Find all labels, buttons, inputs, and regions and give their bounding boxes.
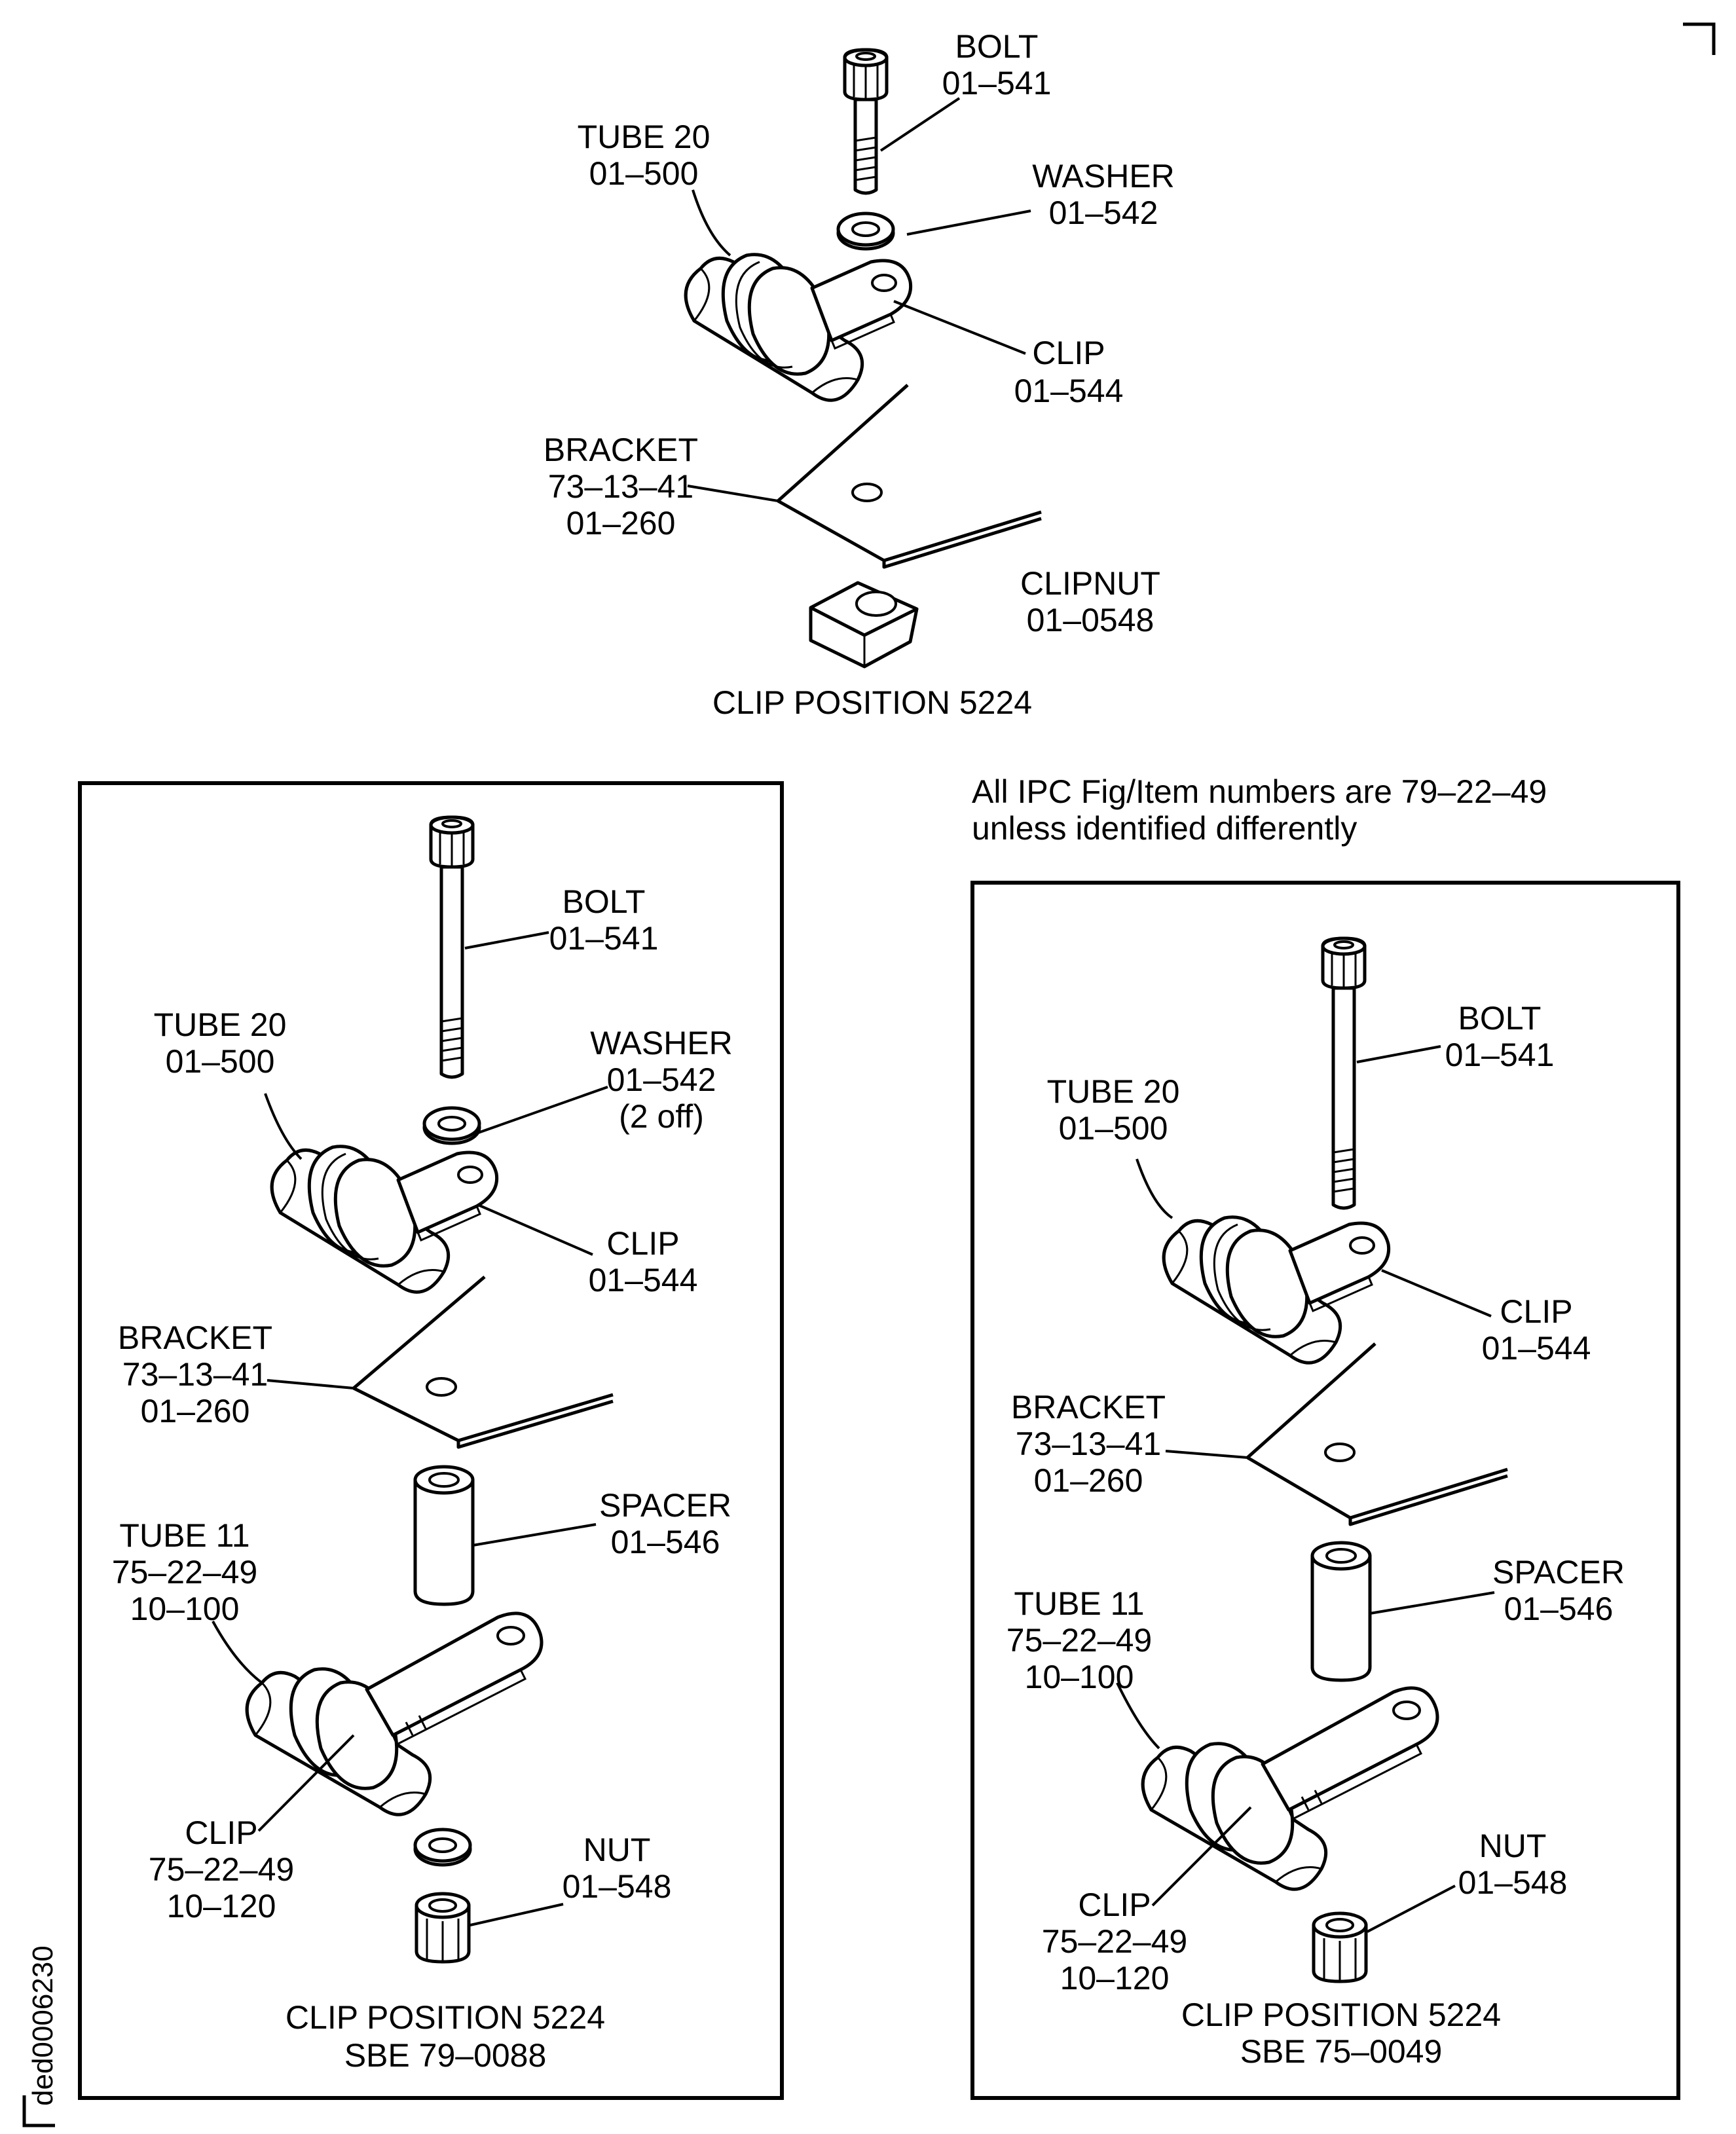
top-clipnut-icon [809,581,919,669]
right-bracket-number: 01–260 [1034,1462,1143,1499]
top-clipnut-label: CLIPNUT [1020,565,1160,602]
left-washer-number: 01–542 [607,1061,716,1098]
top-bracket-label: BRACKET [544,432,698,468]
right-spacer-number: 01–546 [1504,1591,1614,1627]
left-washer-label: WASHER [590,1025,733,1061]
top-bolt-number: 01–541 [942,65,1052,101]
left-tube11-label: TUBE 11 [119,1517,249,1554]
left-tube11-clip-icon [247,1613,542,1814]
right-bracket-label: BRACKET [1011,1389,1166,1426]
left-lower-washer-icon [415,1830,470,1865]
left-spacer-label: SPACER [599,1487,731,1524]
top-assembly: BOLT 01–541 WASHER 01–542 TUBE 20 01–500… [544,28,1175,721]
left-tube20-label: TUBE 20 [154,1006,287,1043]
right-clip-label: CLIP [1500,1293,1572,1330]
right-clip2-number: 10–120 [1060,1960,1170,1996]
top-washer-number: 01–542 [1049,194,1158,231]
right-assembly: BOLT 01–541 TUBE 20 01–500 CLIP 01–544 B… [1007,938,1625,2070]
left-washer-qty: (2 off) [619,1098,704,1135]
left-bracket-ref: 73–13–41 [122,1356,268,1393]
left-tube20-clip-icon [272,1147,496,1293]
corner-mark [1683,22,1716,55]
right-bolt-number: 01–541 [1445,1037,1555,1073]
left-clip-number: 01–544 [589,1262,698,1298]
right-tube11-number: 10–100 [1025,1659,1134,1695]
left-clip2-ref: 75–22–49 [149,1851,294,1888]
right-tube20-number: 01–500 [1059,1110,1168,1147]
right-clip2-label: CLIP [1078,1886,1151,1923]
note-line-1: All IPC Fig/Item numbers are 79–22–49 [972,773,1547,810]
top-clipnut-number: 01–0548 [1027,602,1154,638]
top-bracket-icon [777,384,1042,569]
note-line-2: unless identified differently [972,810,1357,847]
right-spacer-icon [1312,1543,1370,1680]
right-bolt-label: BOLT [1458,1000,1542,1037]
top-washer-label: WASHER [1032,158,1175,194]
right-clip2-ref: 75–22–49 [1042,1923,1187,1960]
top-washer-icon [838,213,893,249]
right-caption-1: CLIP POSITION 5224 [1181,1996,1501,2033]
left-bracket-label: BRACKET [118,1319,272,1356]
right-tube20-label: TUBE 20 [1047,1073,1180,1110]
top-bolt-icon [845,50,887,100]
figure-id: ded0006230 [27,1945,59,2106]
right-spacer-label: SPACER [1492,1554,1625,1591]
right-tube11-clip-icon [1143,1688,1437,1889]
left-caption-1: CLIP POSITION 5224 [286,1999,605,2036]
right-nut-icon [1314,1913,1366,1981]
top-tube-number: 01–500 [589,155,699,192]
top-tube-label: TUBE 20 [578,119,711,155]
right-bolt-icon [1323,938,1365,988]
left-clip2-number: 10–120 [167,1888,276,1924]
right-caption-2: SBE 75–0049 [1240,2033,1443,2070]
left-clip-label: CLIP [606,1225,679,1262]
right-tube20-clip-icon [1164,1217,1388,1363]
right-bracket-icon [1246,1342,1508,1526]
left-panel-frame [78,781,784,2100]
left-clip2-label: CLIP [185,1814,257,1851]
left-spacer-number: 01–546 [611,1524,720,1560]
left-bracket-icon [352,1276,614,1449]
right-clip-number: 01–544 [1482,1330,1591,1367]
right-bracket-ref: 73–13–41 [1016,1426,1161,1462]
top-bracket-number: 01–260 [566,505,676,542]
left-spacer-icon [415,1467,473,1604]
right-panel-frame [970,881,1680,2100]
left-nut-label: NUT [583,1831,651,1868]
left-tube11-ref: 75–22–49 [112,1554,257,1591]
left-bolt-number: 01–541 [549,920,659,957]
right-tube11-ref: 75–22–49 [1007,1622,1152,1659]
left-nut-icon [416,1894,469,1962]
top-tube-clip-icon [686,255,910,401]
right-tube11-label: TUBE 11 [1014,1585,1144,1622]
left-nut-number: 01–548 [563,1868,672,1905]
left-tube11-number: 10–100 [130,1591,240,1627]
left-bolt-icon [431,817,473,867]
left-bolt-label: BOLT [563,883,646,920]
left-assembly: BOLT 01–541 WASHER 01–542 (2 off) TUBE 2… [112,817,733,2074]
left-tube20-number: 01–500 [166,1043,275,1080]
left-washer-icon [424,1108,479,1143]
figure-id-mark [22,2095,55,2127]
left-bracket-number: 01–260 [141,1393,250,1429]
top-caption: CLIP POSITION 5224 [712,684,1032,721]
right-nut-number: 01–548 [1458,1864,1568,1901]
top-clip-label: CLIP [1032,335,1105,371]
top-bracket-ref: 73–13–41 [548,468,693,505]
right-nut-label: NUT [1479,1828,1547,1864]
top-clip-number: 01–544 [1014,373,1124,409]
top-bolt-label: BOLT [955,28,1039,65]
left-caption-2: SBE 79–0088 [344,2037,547,2074]
